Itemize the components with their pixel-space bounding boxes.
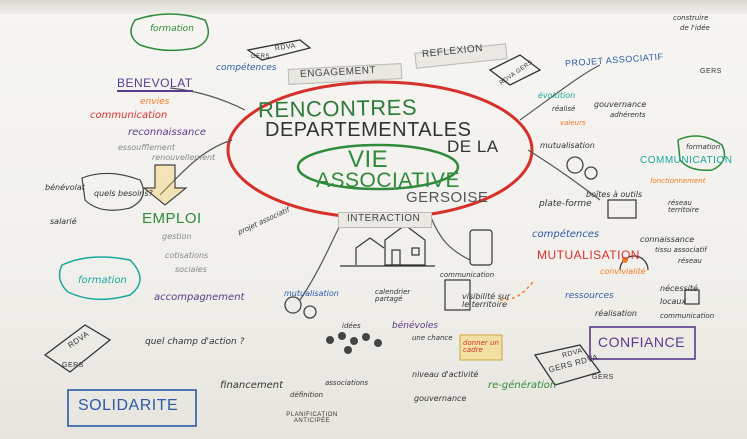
label-necessite: nécessité <box>660 284 698 293</box>
label-renouvellement: renouvellement <box>152 153 216 162</box>
dot-icon <box>622 257 628 263</box>
label-idees: idées <box>342 322 361 330</box>
section-communication: COMMUNICATION <box>640 155 733 166</box>
label-communication-mid: communication <box>440 271 495 279</box>
label-quel-champ: quel champ d'action ? <box>145 337 245 347</box>
label-formation-top: formation <box>150 24 194 34</box>
interaction-band <box>338 212 432 228</box>
label-reseau-territoire: réseau territoire <box>668 199 699 214</box>
town-hall-icon <box>340 224 435 267</box>
label-gers-top: GERS <box>251 54 271 60</box>
label-une-chance: une chance <box>412 334 453 342</box>
label-evolution: évolution <box>538 91 576 100</box>
label-reconnaissance: reconnaissance <box>128 127 206 138</box>
label-calendrier: calendrier partagé <box>375 288 411 303</box>
label-constructif: construire <box>673 14 709 22</box>
label-definition: définition <box>290 391 324 399</box>
label-quels-besoins: quels besoins? <box>94 189 153 198</box>
section-mutualisation: MUTUALISATION <box>537 248 640 262</box>
label-mutualisation-small: mutualisation <box>284 289 339 298</box>
label-connaissance: connaissance <box>640 235 695 244</box>
accessibility-icon <box>684 289 700 305</box>
label-gouvernance-top: gouvernance <box>594 100 647 109</box>
label-locaux: locaux <box>660 297 687 306</box>
label-niveau: niveau d'activité <box>412 370 479 379</box>
label-realise: réalisé <box>552 105 576 113</box>
label-valeurs: valeurs <box>560 119 586 127</box>
confiance-box <box>589 326 696 360</box>
gauge-icon <box>619 255 649 271</box>
rdva-sign-projet <box>488 54 542 86</box>
label-essoufflement: essoufflement <box>118 143 176 152</box>
title-line-2: DEPARTEMENTALES <box>265 119 472 141</box>
section-emploi: EMPLOI <box>142 210 202 227</box>
label-gers-projet: GERS <box>700 68 722 75</box>
label-de-lidee: de l'idée <box>680 24 710 32</box>
rdva-sign-left <box>43 324 112 373</box>
label-reseau-small: réseau <box>678 257 702 265</box>
section-benevolat: BENEVOLAT <box>117 76 193 92</box>
label-donner-cadre: donner un cadre <box>463 339 499 354</box>
title-gersoise: GERSOISE <box>406 189 489 206</box>
label-adherents: adhérents <box>610 111 646 119</box>
document-icon <box>444 279 471 311</box>
formation-bubble-left <box>58 256 141 301</box>
solidarite-box <box>67 389 197 427</box>
label-salarie: salarié <box>50 217 77 226</box>
label-formation-right: formation <box>686 143 721 151</box>
rdva-banner-top <box>246 39 312 61</box>
title-associative: ASSOCIATIVE <box>316 169 460 192</box>
label-boites-outils: boîtes à outils <box>586 190 643 199</box>
label-associations: associations <box>325 379 369 387</box>
gears-icon <box>284 156 598 319</box>
donner-cadre-note <box>459 334 503 361</box>
inner-green-oval <box>296 143 460 191</box>
label-benevoles: bénévoles <box>392 321 439 331</box>
label-benevolat-salarie: bénévolat <box>45 183 85 192</box>
label-communication-right: communication <box>660 312 715 320</box>
label-gers-left: GERS <box>62 362 84 369</box>
people-cluster-icon <box>326 332 382 354</box>
title-vie: VIE <box>348 146 389 173</box>
label-ressources: ressources <box>565 291 614 301</box>
label-plate-forme: plate-forme <box>539 199 592 209</box>
label-visibilite: visibilité sur le territoire <box>462 292 511 309</box>
toolbox-icon <box>607 199 637 219</box>
label-competences-top: compétences <box>216 63 277 73</box>
label-fonctionnement: fonctionnement <box>650 177 706 185</box>
label-competences-mid: compétences <box>532 229 600 240</box>
label-gestion: gestion <box>162 232 192 241</box>
label-realisation: réalisation <box>595 309 637 318</box>
title-de-la: DE LA <box>447 137 499 156</box>
connector-lines <box>159 64 601 301</box>
mutualisation-arrow <box>499 279 536 301</box>
title-line-1: RENCONTRES <box>257 94 418 123</box>
label-communication-left: communication <box>90 110 168 121</box>
formation-bubble-right <box>677 135 726 172</box>
label-mutualisation-right: mutualisation <box>540 141 595 150</box>
label-gers-right: GERS <box>592 374 614 381</box>
label-financement: financement <box>220 380 284 391</box>
formation-bubble-top <box>130 13 210 52</box>
label-sociales: sociales <box>175 265 207 274</box>
label-envies: envies <box>140 97 170 107</box>
label-planification: PLANIFICATION ANTICIPÉE <box>286 412 338 424</box>
label-cotisations: cotisations <box>165 251 209 260</box>
quels-besoins-bubble <box>81 172 144 211</box>
section-confiance: CONFIANCE <box>598 334 685 350</box>
label-accompagnement: accompagnement <box>154 292 245 303</box>
section-solidarite: SOLIDARITE <box>78 397 179 414</box>
band-interaction: INTERACTION <box>347 213 421 224</box>
rdva-sign-right <box>533 344 602 386</box>
calendar-phone-icon <box>469 229 493 266</box>
label-gouvernance-bottom: gouvernance <box>414 394 467 403</box>
label-formation-left: formation <box>78 275 127 286</box>
label-regeneration: re-génération <box>488 380 557 391</box>
emploi-arrow-icon <box>142 164 188 206</box>
label-tissu-associatif: tissu associatif <box>655 246 707 254</box>
label-convivialite: convivialité <box>600 267 646 276</box>
